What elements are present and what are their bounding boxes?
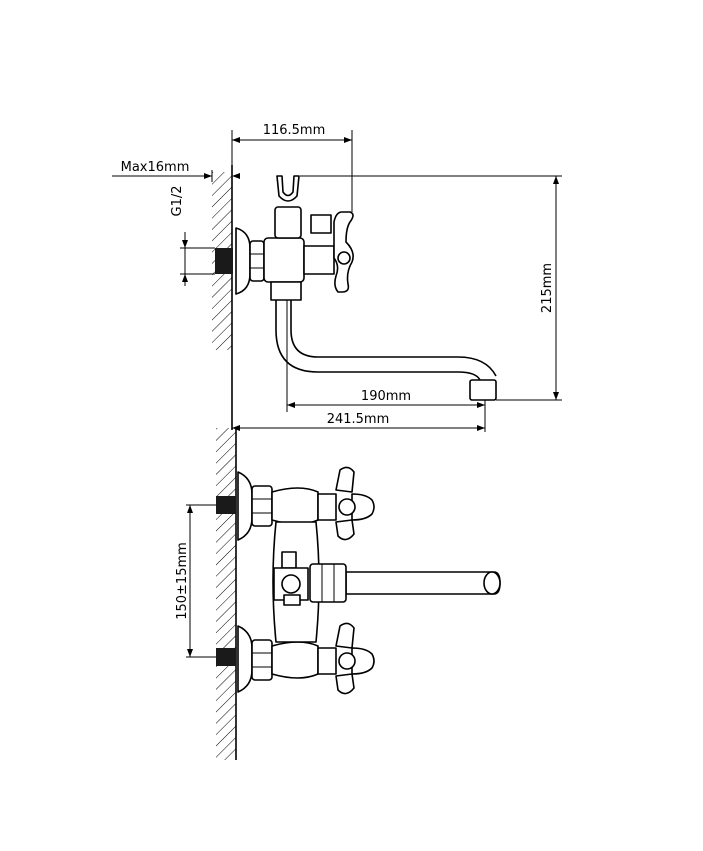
dim-label-190: 190mm <box>361 389 411 404</box>
side-view <box>212 165 497 430</box>
spout-coupling <box>309 563 347 603</box>
handle-screw-top <box>337 251 351 265</box>
arm-upper <box>271 487 319 525</box>
spout-tip-top <box>469 379 497 401</box>
spout-front <box>345 571 501 595</box>
valve-body-top <box>263 237 305 283</box>
dim-label-116: 116.5mm <box>263 123 326 138</box>
dimensions-top: 116.5mm Max16mm G1/2 215mm 190mm 241.5mm <box>112 123 562 432</box>
nut-upper <box>251 485 273 527</box>
dim-label-215: 215mm <box>540 263 555 313</box>
dim-label-241: 241.5mm <box>327 412 390 427</box>
dimensions-bottom: 150±15mm <box>175 504 216 658</box>
handle-cap-top <box>310 214 332 234</box>
valve-lower <box>317 647 337 675</box>
wall-bottom <box>216 428 236 760</box>
dim-label-150: 150±15mm <box>175 542 190 620</box>
flange-top <box>235 227 251 295</box>
handle-stem-top <box>303 245 335 275</box>
body-neck-top <box>270 281 302 301</box>
flange-upper <box>237 471 253 541</box>
wall-fitting-upper <box>216 496 236 514</box>
wall-fitting-top <box>215 248 233 274</box>
diverter-front <box>281 551 297 569</box>
arm-lower <box>271 641 319 679</box>
spout-end-front <box>483 571 501 595</box>
spout-top <box>275 300 481 381</box>
shower-holder-top <box>276 175 300 202</box>
nut-top <box>249 240 265 282</box>
cross-handle-upper <box>335 466 375 541</box>
flange-lower <box>237 625 253 693</box>
cross-handle-lower <box>335 622 375 695</box>
wall-fitting-lower <box>216 648 236 666</box>
front-view <box>216 428 501 760</box>
nut-lower <box>251 639 273 681</box>
dim-label-max16: Max16mm <box>121 160 190 175</box>
valve-upper <box>317 493 337 521</box>
dim-label-g12: G1/2 <box>170 186 185 217</box>
diverter-top <box>274 206 302 239</box>
